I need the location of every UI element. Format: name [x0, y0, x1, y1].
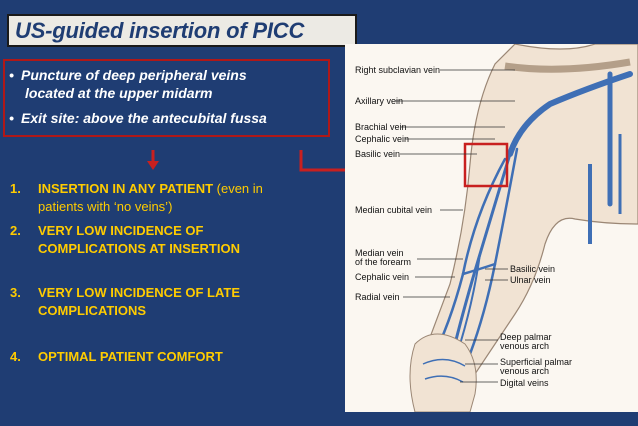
item-text-cont: COMPLICATIONS — [38, 303, 147, 318]
bullet-text: Exit site: above the antecubital fussa — [21, 110, 267, 126]
item-number: 2. — [10, 223, 21, 238]
item-text-cont: COMPLICATIONS AT INSERTION — [38, 241, 240, 256]
label-axillary-vein: Axillary vein — [355, 96, 404, 106]
slide-title: US-guided insertion of PICC — [15, 18, 305, 43]
label-basilic-vein-upper: Basilic vein — [355, 149, 401, 159]
label-ulnar-vein: Ulnar vein — [510, 275, 551, 285]
label-cephalic-vein-upper: Cephalic vein — [355, 134, 410, 144]
label-median-vein-forearm: Median vein — [355, 248, 404, 258]
bullet-item: • Exit site: above the antecubital fussa — [9, 109, 267, 127]
item-text: INSERTION IN ANY PATIENT — [38, 181, 214, 196]
item-number: 1. — [10, 181, 21, 196]
label-superficial-palmar-arch: Superficial palmar — [500, 357, 573, 367]
bullet-text-cont: located at the upper midarm — [25, 85, 213, 101]
item-text: OPTIMAL PATIENT COMFORT — [38, 349, 223, 364]
label-cephalic-vein-lower: Cephalic vein — [355, 272, 410, 282]
title-box: US-guided insertion of PICC — [7, 14, 357, 47]
down-arrow-icon — [147, 150, 159, 170]
bullet-item: • Puncture of deep peripheral veins locat… — [9, 66, 247, 102]
label-brachial-vein: Brachial vein — [355, 122, 407, 132]
item-text-cont: patients with ‘no veins’) — [38, 199, 173, 214]
label-deep-palmar-arch: Deep palmar — [500, 332, 552, 342]
item-text: VERY LOW INCIDENCE OF — [38, 223, 204, 238]
bullet-text: Puncture of deep peripheral veins — [21, 67, 247, 83]
label-deep-palmar-arch-2: venous arch — [500, 341, 550, 351]
bullet-dot-icon: • — [9, 67, 14, 83]
bullet-dot-icon: • — [9, 110, 14, 126]
label-basilic-vein-lower: Basilic vein — [510, 264, 556, 274]
list-item: 2. VERY LOW INCIDENCE OF COMPLICATIONS A… — [10, 222, 335, 258]
label-right-subclavian-vein: Right subclavian vein — [355, 65, 441, 75]
list-item: 1. INSERTION IN ANY PATIENT (even in pat… — [10, 180, 335, 216]
label-superficial-palmar-arch-2: venous arch — [500, 366, 550, 376]
label-digital-veins: Digital veins — [500, 378, 549, 388]
label-radial-vein: Radial vein — [355, 292, 400, 302]
label-median-cubital-vein: Median cubital vein — [355, 205, 433, 215]
list-item: 3. VERY LOW INCIDENCE OF LATE COMPLICATI… — [10, 284, 335, 320]
label-median-vein-forearm-2: of the forearm — [355, 257, 412, 267]
item-paren: (even in — [213, 181, 263, 196]
item-number: 4. — [10, 349, 21, 364]
item-number: 3. — [10, 285, 21, 300]
list-item: 4. OPTIMAL PATIENT COMFORT — [10, 348, 335, 366]
item-text: VERY LOW INCIDENCE OF LATE — [38, 285, 240, 300]
bullet-box: • Puncture of deep peripheral veins locat… — [3, 59, 330, 137]
target-box — [463, 142, 509, 188]
arm-illustration — [395, 44, 638, 412]
arm-vein-diagram: Right subclavian vein Axillary vein Brac… — [345, 44, 638, 412]
